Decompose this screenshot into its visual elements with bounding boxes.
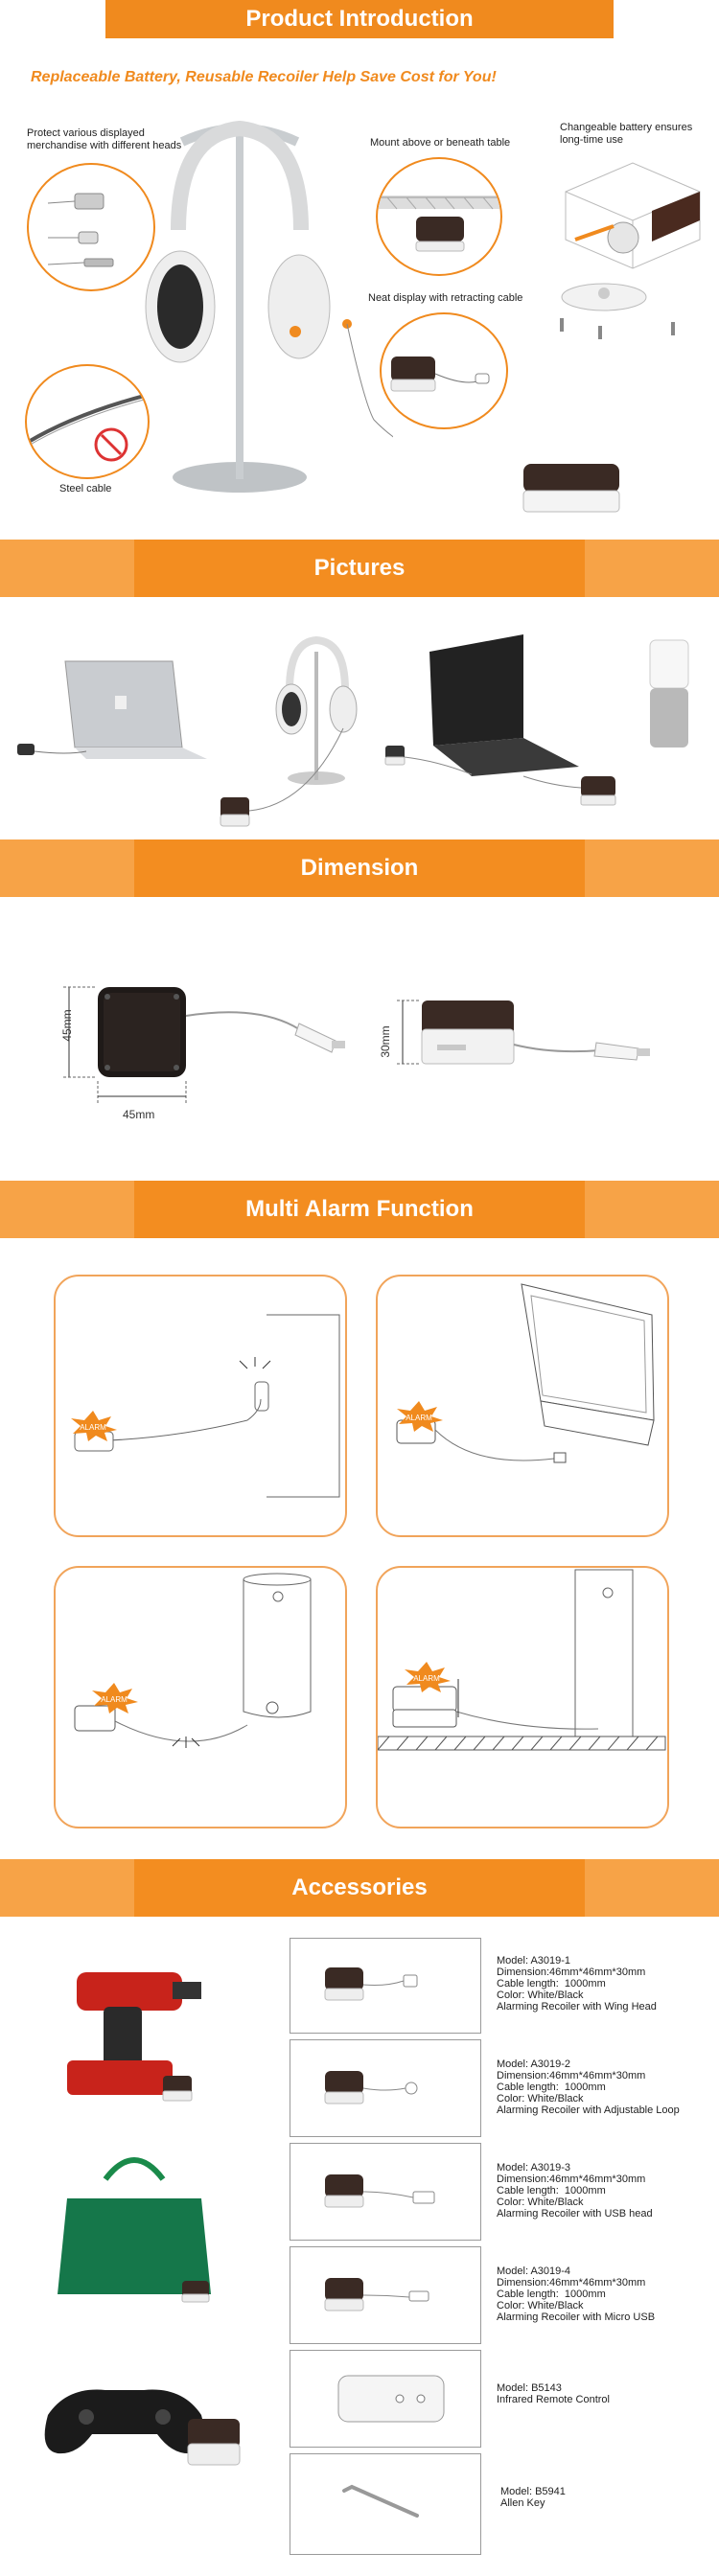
accessory-model: Model: A3019-2 xyxy=(497,2058,571,2070)
alarm-text: ALARM xyxy=(101,1695,128,1704)
callout-mount: Mount above or beneath table xyxy=(370,137,511,149)
steel-cable-circle-image xyxy=(25,364,150,479)
accessory-color: Color: White/Black xyxy=(497,2300,584,2312)
section-title: Pictures xyxy=(313,555,406,581)
callout-heads-line1: Protect various displayed xyxy=(27,127,145,139)
callout-battery: Changeable battery ensures long-time use xyxy=(560,122,692,147)
handbag-photo xyxy=(58,2157,211,2303)
recoiler-product-image xyxy=(522,464,620,513)
accessory-dimension: Dimension:46mm*46mm*30mm xyxy=(497,1966,646,1978)
tagline: Replaceable Battery, Reusable Recoiler H… xyxy=(31,69,497,85)
callout-heads-line2: merchandise with different heads xyxy=(27,140,182,151)
section-title: Dimension xyxy=(300,855,419,881)
accessory-cable: Cable length: 1000mm xyxy=(497,2185,606,2196)
accessory-model: Model: B5143 xyxy=(497,2382,562,2394)
alarm-text: ALARM xyxy=(406,1414,432,1422)
alarm-text: ALARM xyxy=(413,1674,440,1683)
accessory-cable: Cable length: 1000mm xyxy=(497,2288,606,2300)
accessory-description: Alarming Recoiler with Wing Head xyxy=(497,2001,657,2012)
accessory-model: Model: A3019-1 xyxy=(497,1955,571,1966)
alarm-burst-icon: ALARM xyxy=(69,1411,117,1446)
laptop-photo xyxy=(17,660,207,759)
battery-exploded-illustration xyxy=(560,162,701,339)
accessory-color: Color: White/Black xyxy=(497,2093,584,2104)
callout-steel: Steel cable xyxy=(59,483,112,494)
speaker-photo xyxy=(649,639,689,748)
alarm-panel-table-mount: ALARM xyxy=(376,1566,669,1828)
accessory-dimension: Dimension:46mm*46mm*30mm xyxy=(497,2174,646,2185)
dimension-side-view xyxy=(397,1000,650,1065)
headphone-stand-illustration xyxy=(145,120,393,493)
alarm-panel-tablet: ALARM xyxy=(54,1275,347,1537)
accessory-image-box-6 xyxy=(290,2453,481,2555)
accessory-dimension: Dimension:46mm*46mm*30mm xyxy=(497,2277,646,2288)
callout-retract: Neat display with retracting cable xyxy=(368,292,523,304)
section-title: Accessories xyxy=(291,1874,428,1900)
callout-heads: Protect various displayed merchandise wi… xyxy=(27,127,181,152)
alarm-panel-speaker: ALARM xyxy=(54,1566,347,1828)
cable-heads-icon xyxy=(47,193,114,267)
retract-circle-image xyxy=(380,312,508,429)
accessory-color: Color: White/Black xyxy=(497,1990,584,2001)
alarm-burst-icon: ALARM xyxy=(90,1683,138,1718)
heads-circle-image xyxy=(27,163,155,291)
accessory-dimension: Dimension:46mm*46mm*30mm xyxy=(497,2070,646,2082)
mount-circle-image xyxy=(376,157,502,276)
accessory-description: Alarming Recoiler with USB head xyxy=(497,2208,653,2220)
accessory-image-box-4 xyxy=(290,2246,481,2344)
section-banner-dimension: Dimension xyxy=(0,840,719,897)
headphone-photo xyxy=(220,635,358,827)
accessory-description: Alarming Recoiler with Adjustable Loop xyxy=(497,2104,680,2116)
alarm-burst-icon: ALARM xyxy=(403,1662,451,1697)
accessory-model: Model: A3019-3 xyxy=(497,2162,571,2174)
accessory-image-box-5 xyxy=(290,2350,481,2448)
alarm-text: ALARM xyxy=(80,1423,106,1432)
alarm-panel-laptop: ALARM xyxy=(376,1275,669,1537)
accessory-cable: Cable length: 1000mm xyxy=(497,2082,606,2093)
callout-battery-line2: long-time use xyxy=(560,134,624,146)
section-title: Product Introduction xyxy=(245,6,474,32)
accessory-description: Alarming Recoiler with Micro USB xyxy=(497,2312,656,2323)
dimension-width-label: 45mm xyxy=(123,1108,155,1121)
accessory-image-box-1 xyxy=(290,1938,481,2034)
accessory-image-box-3 xyxy=(290,2143,481,2241)
accessory-cable: Cable length: 1000mm xyxy=(497,1978,606,1990)
accessory-description: Infrared Remote Control xyxy=(497,2394,610,2405)
accessory-description: Allen Key xyxy=(500,2497,545,2509)
game-controller-photo xyxy=(44,2389,241,2466)
section-title: Multi Alarm Function xyxy=(245,1196,474,1222)
accessory-color: Color: White/Black xyxy=(497,2196,584,2208)
section-banner-multi-alarm: Multi Alarm Function xyxy=(0,1181,719,1238)
connector-dot xyxy=(290,326,301,337)
drill-photo xyxy=(67,1972,201,2102)
accessory-model: Model: B5941 xyxy=(500,2486,566,2497)
section-banner-product-intro: Product Introduction xyxy=(0,0,719,38)
accessory-model: Model: A3019-4 xyxy=(497,2266,571,2277)
dimension-top-view xyxy=(63,986,345,1104)
alarm-burst-icon: ALARM xyxy=(395,1401,443,1437)
section-banner-accessories: Accessories xyxy=(0,1859,719,1917)
accessory-image-box-2 xyxy=(290,2039,481,2137)
dimension-height-label: 45mm xyxy=(60,1009,74,1042)
callout-battery-line1: Changeable battery ensures xyxy=(560,122,693,133)
dimension-depth-label: 30mm xyxy=(379,1025,392,1058)
laptop-dark-photo xyxy=(384,634,616,806)
section-banner-pictures: Pictures xyxy=(0,540,719,597)
